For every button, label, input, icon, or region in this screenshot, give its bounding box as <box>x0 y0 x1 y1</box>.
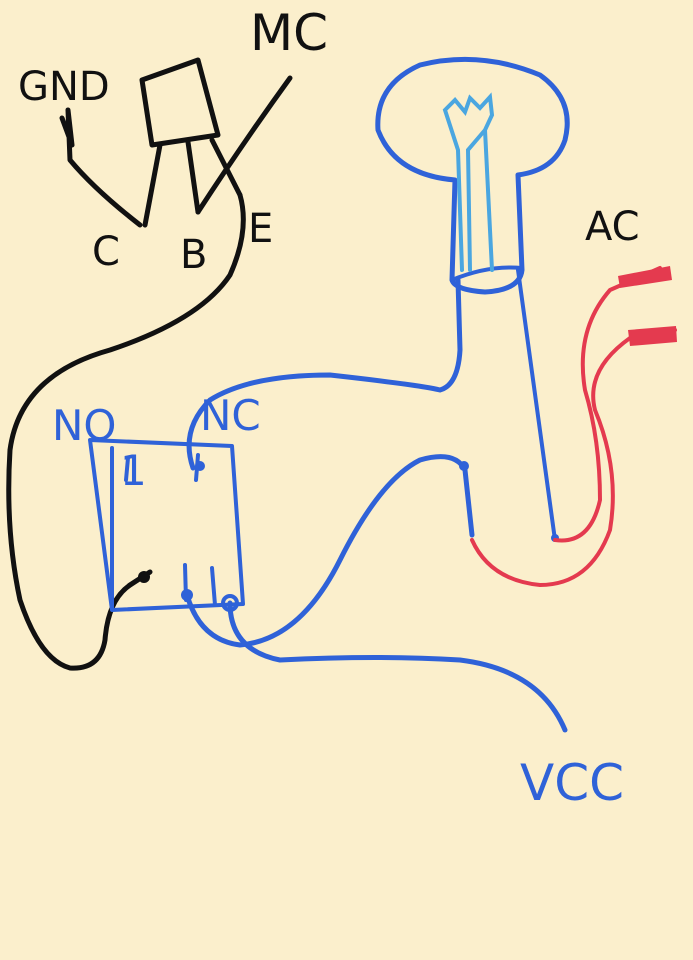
ac-plug-prong-2 <box>628 326 677 346</box>
relay-pin-mark <box>124 456 130 482</box>
emitter-label: E <box>248 206 273 252</box>
relay <box>88 438 245 612</box>
base-label: B <box>180 232 207 278</box>
com-junction-dot <box>459 461 469 471</box>
transistor-body <box>139 57 221 148</box>
bulb-filament <box>442 92 495 272</box>
gnd-wire <box>59 107 143 228</box>
base-leg <box>185 139 201 215</box>
ac-plug-prong-1 <box>618 266 672 288</box>
nc-terminal-dot <box>195 461 205 471</box>
collector-leg <box>142 142 163 228</box>
nc-to-bulb-wire <box>186 277 463 471</box>
ac-wire-2 <box>553 266 662 543</box>
relay-coil-terminal-dot <box>138 571 150 583</box>
mc-label: MC <box>250 4 328 62</box>
light-bulb <box>375 56 570 295</box>
gnd-label: GND <box>18 64 110 110</box>
transistor <box>139 57 243 228</box>
emitter-to-relay-wire <box>6 192 246 671</box>
ac-plug <box>470 266 677 587</box>
mc-wire <box>195 75 293 215</box>
ac-wire-1 <box>470 328 677 587</box>
vcc-wire <box>227 600 568 733</box>
com-to-ac-wire <box>184 454 475 648</box>
relay-box <box>88 438 245 612</box>
relay-pin-label: 1 <box>120 446 147 495</box>
vcc-label: VCC <box>520 754 624 812</box>
nc-label: NC <box>200 391 261 440</box>
bulb-to-ac-wire <box>516 268 557 542</box>
bulb-outline <box>375 56 570 295</box>
collector-label: C <box>92 229 120 275</box>
ac-label: AC <box>585 204 640 250</box>
bulb-base-line <box>450 265 524 282</box>
relay-pin-lower-2 <box>210 566 217 607</box>
no-label: NO <box>52 401 116 450</box>
